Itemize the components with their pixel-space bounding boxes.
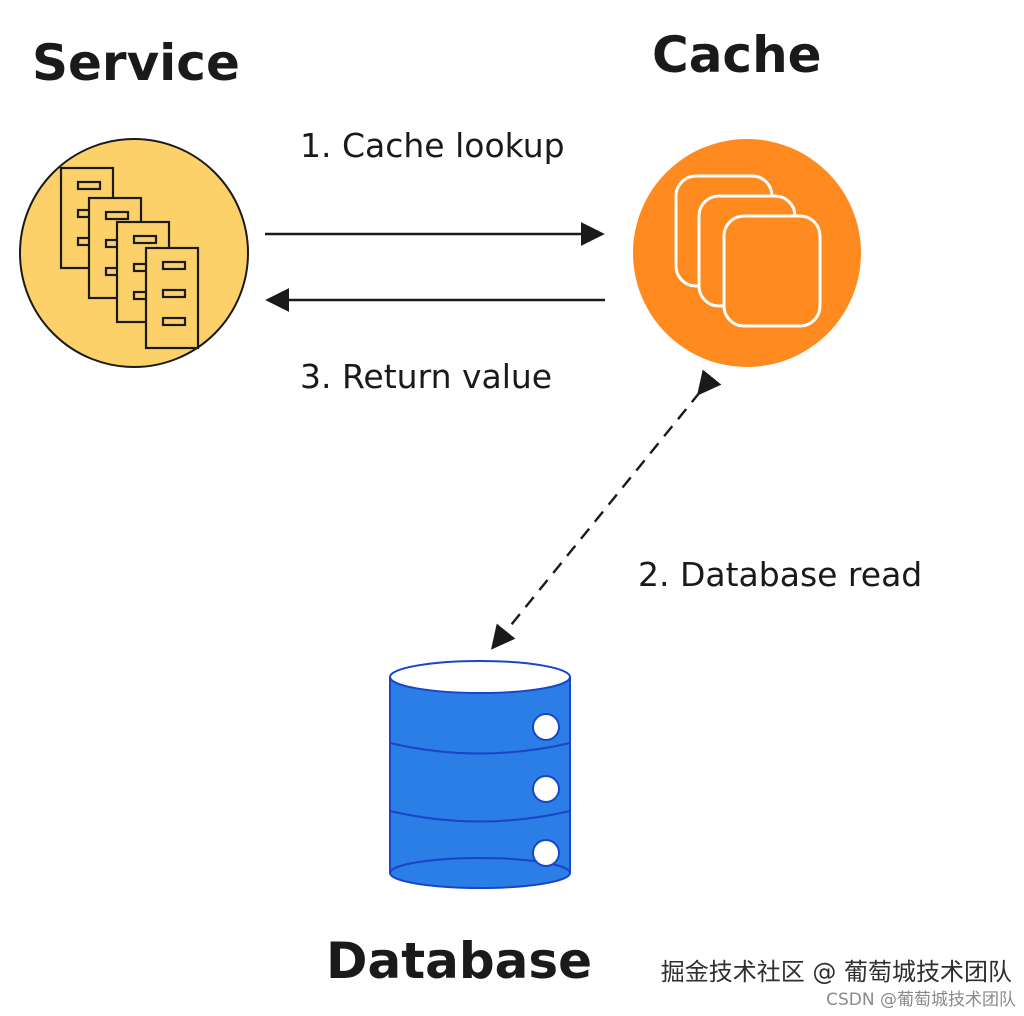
- watermark-sub: CSDN @葡萄城技术团队: [826, 990, 1016, 1010]
- lookup-label: 1. Cache lookup: [300, 126, 565, 165]
- database-indicator-3: [532, 839, 560, 867]
- database-bottom: [389, 857, 571, 889]
- database-top: [389, 660, 571, 694]
- service-icon: [19, 138, 249, 368]
- cache-icon: [633, 139, 861, 367]
- database-indicator-2: [532, 775, 560, 803]
- return-label: 3. Return value: [300, 357, 552, 396]
- database-title: Database: [326, 932, 592, 990]
- db-read-arrow: [490, 369, 722, 650]
- document-sheet-4: [144, 246, 200, 350]
- watermark-main: 掘金技术社区 @ 葡萄城技术团队: [661, 958, 1012, 986]
- cache-card-3: [722, 214, 822, 328]
- database-ring-2: [389, 810, 571, 823]
- database-icon: [389, 660, 571, 889]
- database-ring-1: [389, 742, 571, 755]
- service-title: Service: [32, 34, 240, 92]
- cache-title: Cache: [652, 26, 822, 84]
- database-indicator-1: [532, 713, 560, 741]
- db-read-label: 2. Database read: [638, 555, 922, 594]
